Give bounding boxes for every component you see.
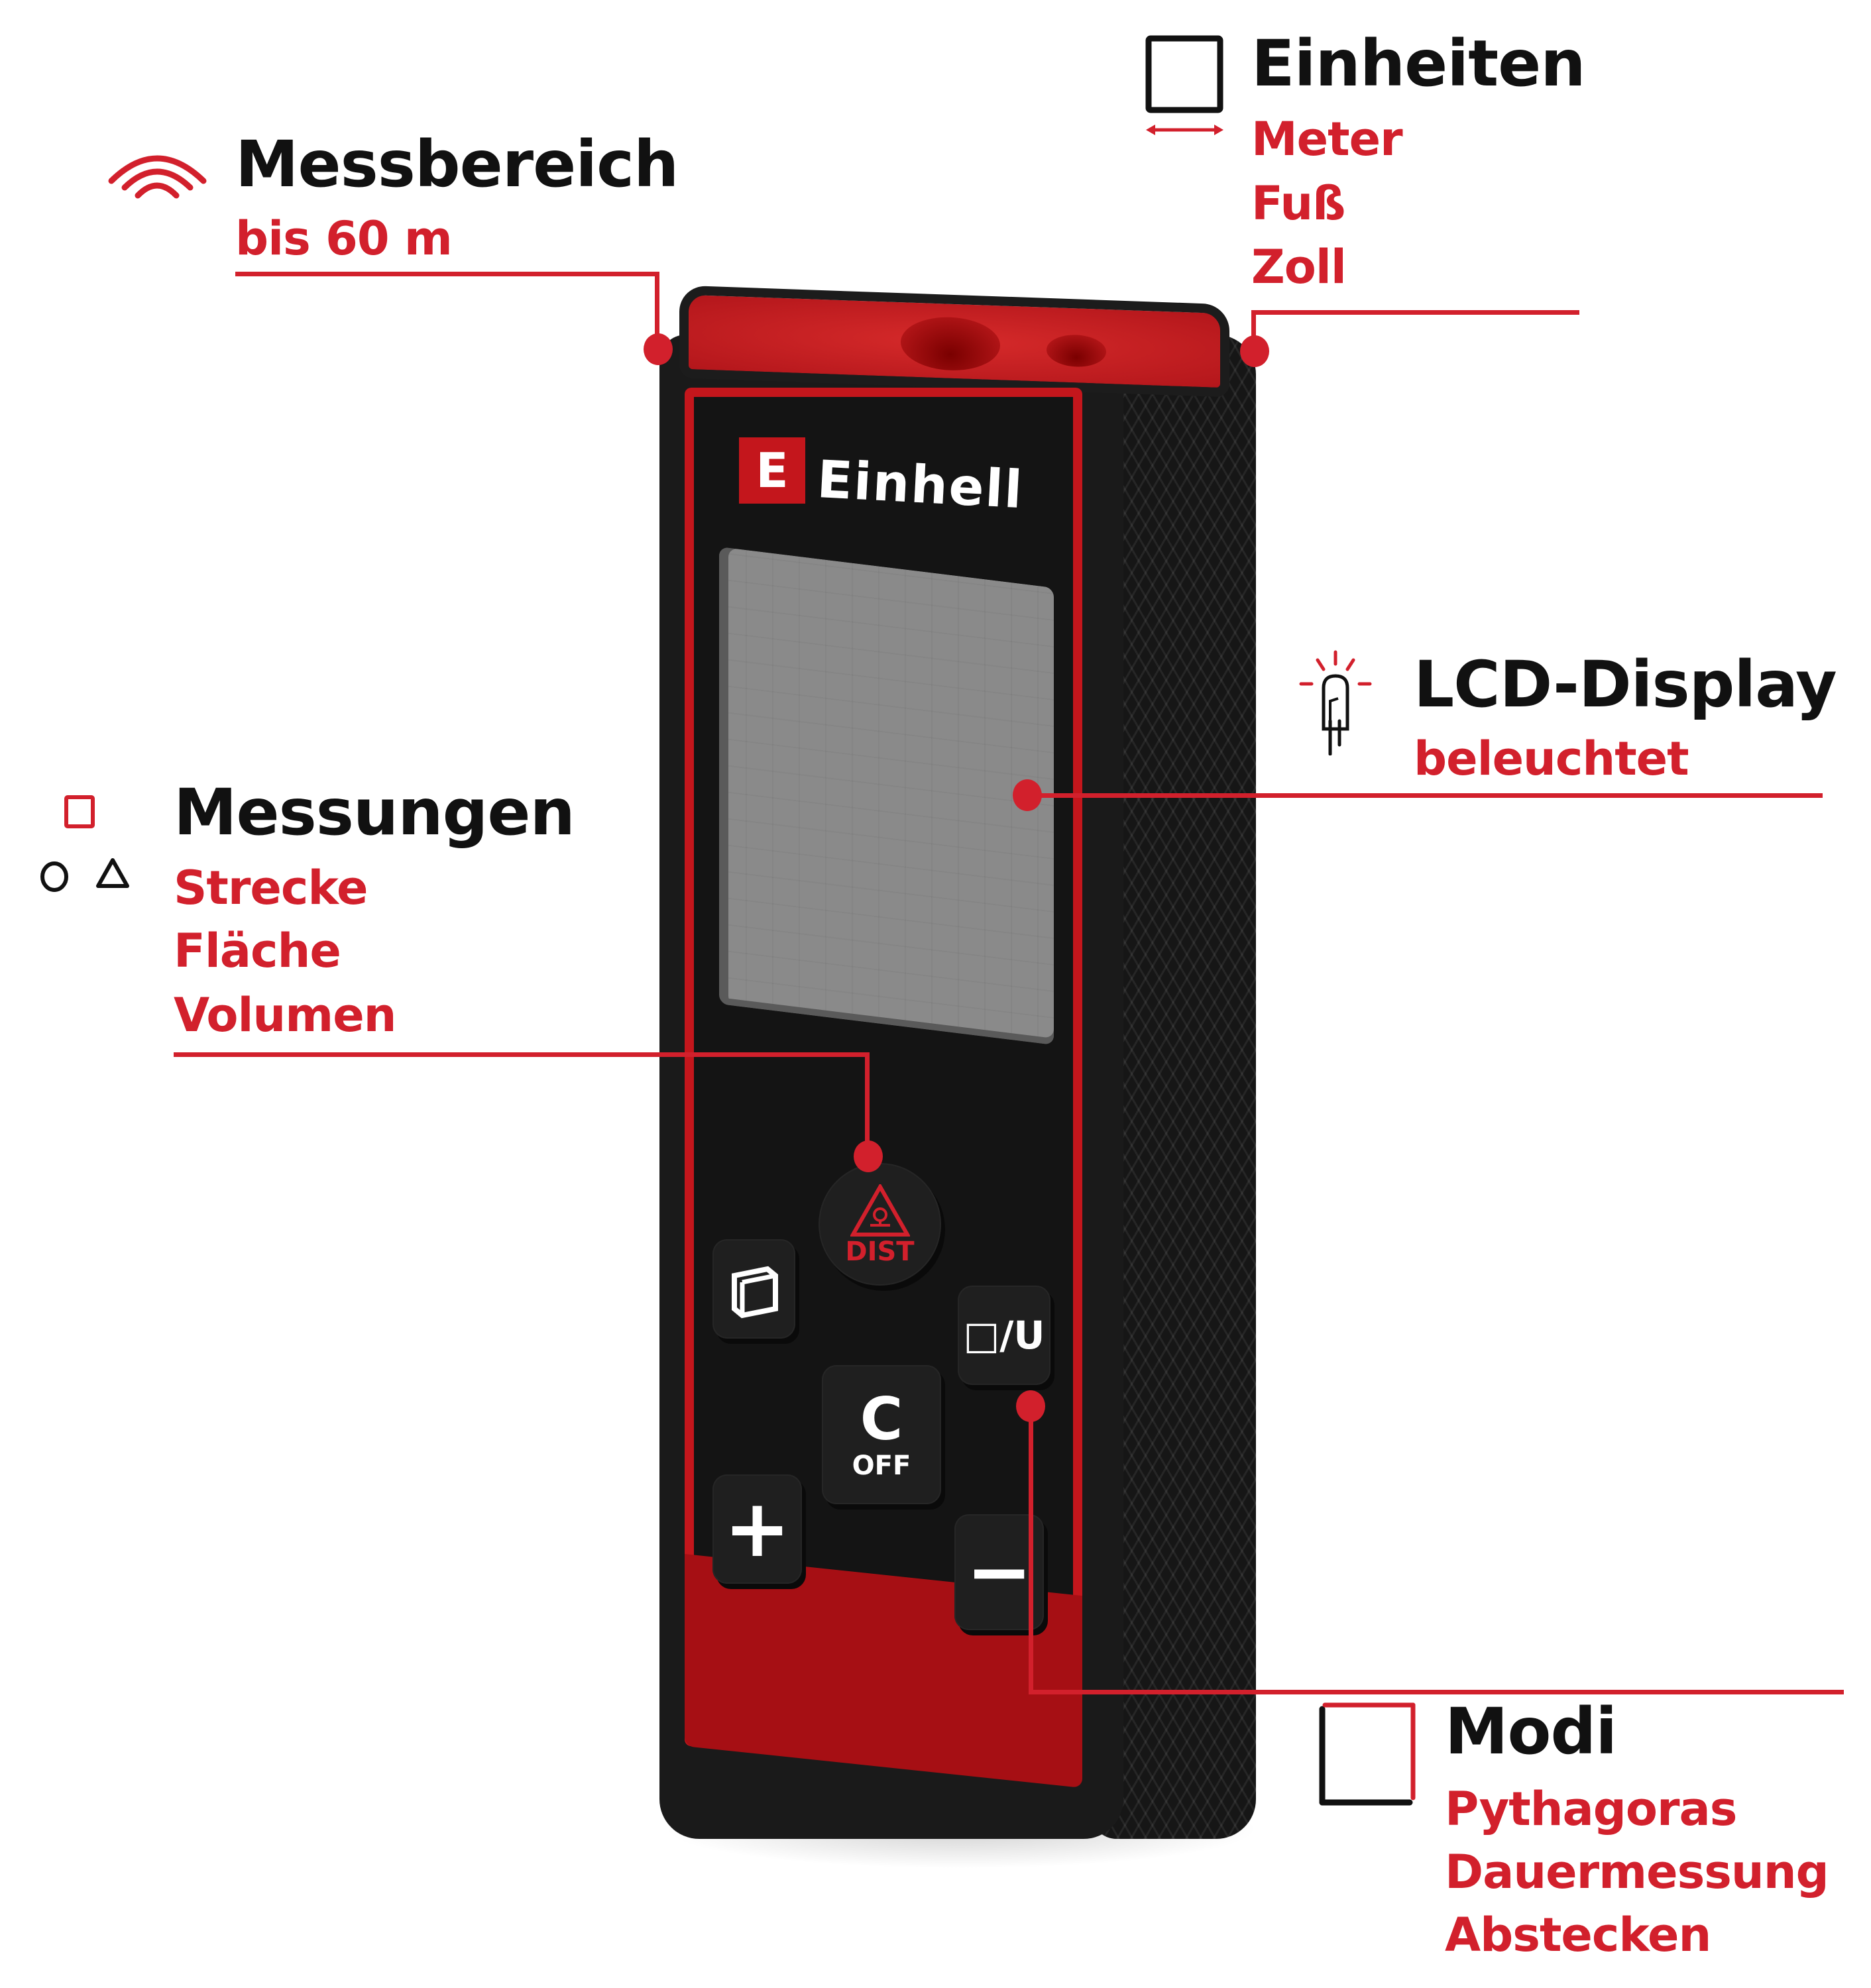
units-leader-line bbox=[1251, 310, 1579, 315]
measurements-value-volume: Volumen bbox=[174, 988, 397, 1042]
units-title: Einheiten bbox=[1251, 27, 1586, 101]
range-value: bis 60 m bbox=[235, 211, 453, 266]
units-value-meter: Meter bbox=[1251, 112, 1403, 166]
signal-waves-icon bbox=[108, 155, 207, 199]
laser-distance-meter: E Einhell DIST □/U C OFF + − bbox=[659, 285, 1256, 1839]
display-title: LCD-Display bbox=[1414, 647, 1837, 722]
display-leader-line bbox=[1027, 793, 1823, 798]
mode-unit-button[interactable]: □/U bbox=[958, 1286, 1050, 1385]
shapes-icon bbox=[40, 795, 129, 892]
width-measure-icon bbox=[1145, 35, 1223, 135]
measurements-value-area: Fläche bbox=[174, 924, 341, 978]
units-callout-dot bbox=[1240, 335, 1269, 367]
brand-logo-mark bbox=[739, 437, 805, 504]
minus-label: − bbox=[966, 1525, 1033, 1618]
modes-title: Modi bbox=[1445, 1694, 1617, 1769]
lcd-screen bbox=[719, 547, 1054, 1046]
range-leader-line bbox=[235, 272, 659, 276]
receiver-lens bbox=[1047, 333, 1106, 368]
measurements-leader-line bbox=[174, 1052, 870, 1057]
display-callout-dot bbox=[1013, 779, 1042, 811]
range-title: Messbereich bbox=[235, 127, 679, 201]
units-value-inch: Zoll bbox=[1251, 240, 1347, 294]
clear-label: C bbox=[860, 1385, 903, 1453]
device-top-face bbox=[679, 285, 1229, 398]
mode-unit-label: □/U bbox=[963, 1313, 1045, 1358]
brand-logo-text: Einhell bbox=[815, 450, 1025, 521]
clear-off-button[interactable]: C OFF bbox=[822, 1365, 941, 1504]
modes-leader-line bbox=[1029, 1690, 1844, 1694]
laser-lens bbox=[901, 315, 1000, 372]
units-value-foot: Fuß bbox=[1251, 176, 1346, 231]
range-callout-dot bbox=[644, 333, 673, 365]
units-leader-drop bbox=[1251, 310, 1256, 350]
modes-value-pythagoras: Pythagoras bbox=[1445, 1782, 1737, 1836]
laser-warning-icon bbox=[850, 1184, 910, 1237]
measurements-title: Messungen bbox=[174, 775, 575, 850]
measurements-value-distance: Strecke bbox=[174, 861, 369, 915]
modes-value-stakeout: Abstecken bbox=[1445, 1908, 1711, 1962]
display-value: beleuchtet bbox=[1414, 732, 1689, 786]
plus-button[interactable]: + bbox=[712, 1474, 802, 1584]
measurements-leader-drop bbox=[865, 1052, 870, 1155]
dist-label: DIST bbox=[845, 1236, 915, 1267]
range-leader-drop bbox=[655, 272, 659, 348]
off-label: OFF bbox=[852, 1451, 911, 1481]
corner-square-icon bbox=[1319, 1702, 1416, 1806]
modes-leader-drop bbox=[1029, 1406, 1033, 1694]
volume-button[interactable] bbox=[712, 1239, 795, 1339]
measurements-callout-dot bbox=[854, 1140, 883, 1172]
modes-value-continuous: Dauermessung bbox=[1445, 1845, 1829, 1899]
cube-icon bbox=[731, 1266, 778, 1319]
plus-label: + bbox=[724, 1482, 791, 1575]
brand-logo-letter: E bbox=[756, 443, 789, 498]
dist-button[interactable]: DIST bbox=[819, 1163, 941, 1286]
led-light-icon bbox=[1299, 650, 1372, 755]
